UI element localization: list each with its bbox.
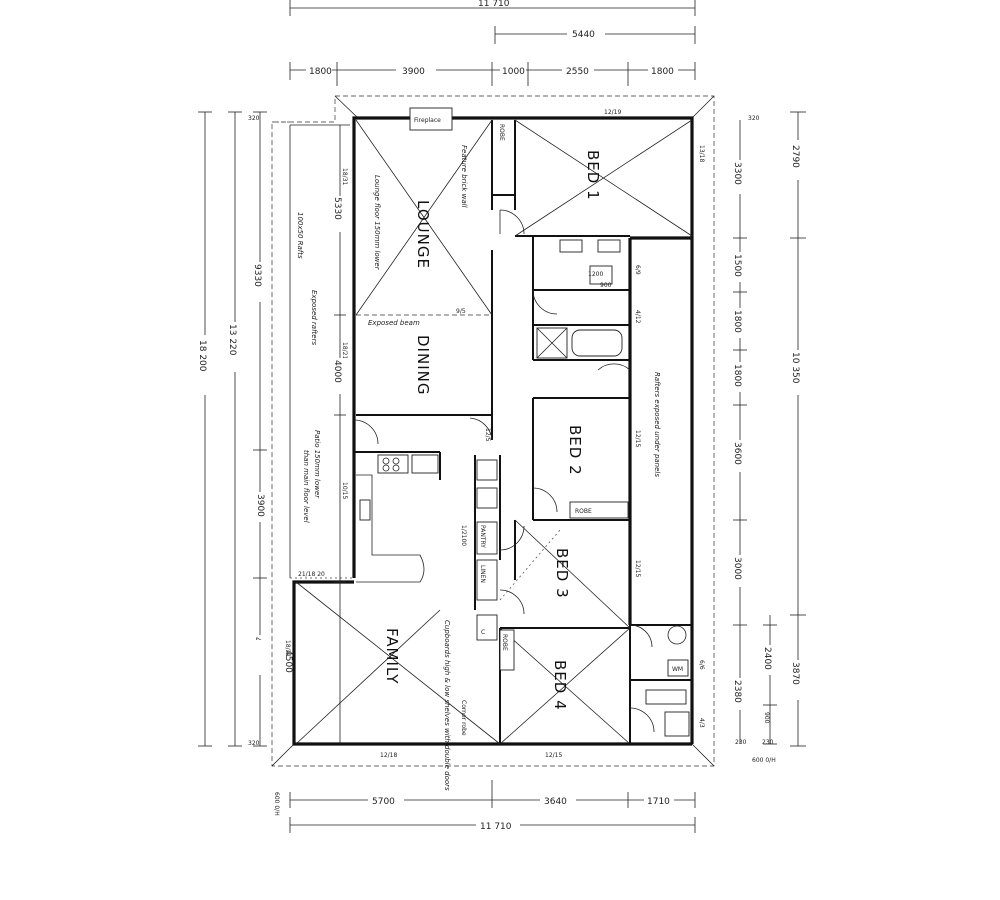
right-small-4: 320: [748, 115, 760, 122]
right-seg-7: 2400: [762, 647, 772, 670]
exposed-rafters-note: Exposed rafters: [310, 290, 318, 345]
misc-size-3: 12/5: [484, 428, 491, 442]
fireplace: Fireplace: [409, 107, 453, 131]
room-dining: DINING: [414, 335, 432, 395]
left-seg-2: 4000: [332, 360, 342, 383]
right-seg-6: 3000: [732, 557, 742, 580]
corner-label-left: 600 0/H: [273, 792, 280, 816]
interior-walls: [354, 120, 692, 744]
top-segment-4: 2550: [566, 67, 589, 77]
left-seg-3: 3900: [255, 494, 265, 517]
bed4-bottom-size: 12/15: [545, 752, 562, 759]
left-inner-top-dimension: 9330: [252, 264, 262, 287]
bed3-side-size: 12/15: [634, 560, 641, 577]
room-bed3: BED 3: [553, 548, 571, 599]
right-outer-top: 2790: [790, 145, 800, 168]
right-small-2: 230: [762, 739, 774, 746]
top-overall-dimension: 11 710: [478, 0, 510, 9]
bed1-side-size: 13/18: [698, 145, 705, 162]
roof-outline: [271, 95, 715, 767]
linen-label: LINEN: [479, 565, 486, 583]
rafters-area-note: 100x50 Rafts: [296, 212, 304, 259]
bottom-overall-dimension: 11 710: [480, 822, 512, 832]
room-bed4: BED 4: [551, 660, 569, 711]
left-mid-dimension: 13 220: [227, 324, 237, 356]
laundry-size: 6/9: [634, 265, 641, 275]
corner-label: Corner robe: [460, 700, 467, 736]
right-small-3: 230: [735, 739, 747, 746]
wc-size: 4/3: [698, 718, 705, 728]
dining-size: 18/21: [341, 342, 348, 359]
exposed-beam-note: Exposed beam: [368, 319, 420, 327]
top-segment-3: 1000: [502, 67, 525, 77]
top-sub-dimension: 5440: [572, 30, 595, 40]
robe2-label: ROBE: [575, 508, 592, 515]
right-small-1: 900: [763, 712, 770, 724]
family-left-size: 18/21: [284, 640, 291, 657]
right-seg-5: 3600: [732, 442, 742, 465]
room-labels: LOUNGE DINING BED 1 BED 2 BED 3 BED 4 FA…: [383, 150, 602, 711]
misc-size-4: 9/5: [456, 308, 466, 315]
left-dimensions: 18 200 13 220 9330 4980 320 320 5330 400…: [196, 111, 347, 747]
family-bottom-size: 12/18: [380, 752, 397, 759]
family-top-size: 21/18 20: [298, 571, 325, 578]
notes: ROBE Feature brick wall Lounge floor 150…: [296, 124, 683, 791]
lounge-floor-note: Lounge floor 150mm lower: [373, 175, 381, 271]
right-seg-3: 1800: [732, 310, 742, 333]
left-outer-dimension: 18 200: [197, 340, 207, 372]
room-diagonals: [295, 119, 693, 745]
robe4-label: ROBE: [501, 634, 508, 651]
cupboard-note: Cupboards high & low shelves with double…: [443, 620, 451, 791]
left-seg-4: 4500: [283, 650, 293, 673]
bottom-dimensions: 5700 3640 1710 11 710 600 0/H: [273, 780, 696, 833]
left-seg-1: 5330: [332, 197, 342, 220]
wall-notes: 18/31 18/21 12/19 13/18 12/15 12/15 18/2…: [284, 109, 705, 759]
exterior-walls: [292, 116, 694, 746]
corner-label-right: 600 0/H: [752, 757, 776, 764]
rafters-exposed-note: Rafters exposed under panels: [653, 372, 661, 477]
room-lounge: LOUNGE: [414, 200, 432, 269]
patio-note-1: Patio 150mm lower: [313, 430, 321, 499]
feature-wall-note: Feature brick wall: [460, 145, 468, 208]
right-seg-4: 1800: [732, 364, 742, 387]
room-bed2: BED 2: [566, 425, 584, 476]
right-dimensions: 2790 10 350 3870 3300 1500 1800 1800 360…: [732, 111, 806, 764]
misc-size-2: 900: [600, 282, 612, 289]
c-label: C: [481, 629, 485, 636]
door-swings: [353, 209, 655, 733]
right-outer-mid: 10 350: [790, 352, 800, 384]
corner-small-1: 320: [248, 115, 260, 122]
hall2-size: 6/6: [698, 660, 705, 670]
bed1-top-size: 12/19: [604, 109, 621, 116]
lounge-size: 18/31: [341, 168, 348, 185]
right-seg-2: 1500: [732, 254, 742, 277]
pantry-label: PANTRY: [479, 525, 486, 548]
fixtures: [356, 239, 690, 737]
right-seg-8: 2380: [732, 680, 742, 703]
right-outer-bottom: 3870: [790, 662, 800, 685]
kitchen-size: 10/15: [341, 482, 348, 499]
corner-small-2: 320: [248, 740, 260, 747]
room-family: FAMILY: [383, 628, 401, 684]
bottom-seg-3: 1710: [647, 797, 670, 807]
room-bed1: BED 1: [584, 150, 602, 201]
top-segment-2: 3900: [402, 67, 425, 77]
fireplace-label: Fireplace: [414, 117, 441, 124]
hall-size: 4/12: [634, 310, 641, 324]
top-segment-1: 1800: [309, 67, 332, 77]
pantry-dim-label: 1/2100: [460, 525, 467, 546]
right-seg-1: 3300: [732, 162, 742, 185]
top-dimensions: 11 710 5440 1800 3900 1000 2550 1800: [289, 0, 696, 86]
bed2-side-size: 12/15: [634, 430, 641, 447]
bottom-seg-1: 5700: [372, 797, 395, 807]
top-segment-5: 1800: [651, 67, 674, 77]
patio-note-2: than main floor level: [302, 450, 310, 523]
misc-size-1: 1200: [588, 271, 603, 278]
bottom-seg-2: 3640: [544, 797, 567, 807]
robe1-label: ROBE: [498, 124, 505, 141]
wm-label: WM: [672, 666, 683, 673]
